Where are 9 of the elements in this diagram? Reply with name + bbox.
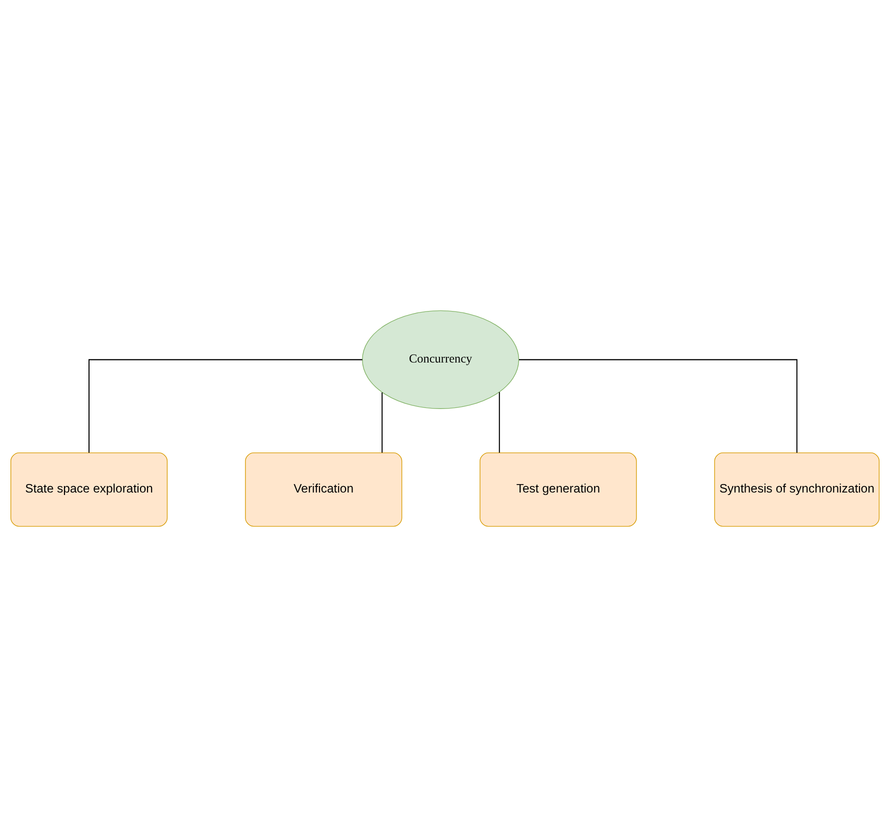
node-box: Synthesis of synchronization	[714, 452, 880, 526]
node-box: Test generation	[480, 452, 637, 526]
connector	[519, 358, 798, 452]
connector	[498, 392, 500, 452]
node-box: Verification	[245, 452, 402, 526]
node-ellipse: Concurrency	[362, 310, 520, 408]
connector	[88, 358, 362, 452]
node-box: State space exploration	[10, 452, 168, 526]
connector	[382, 392, 383, 452]
